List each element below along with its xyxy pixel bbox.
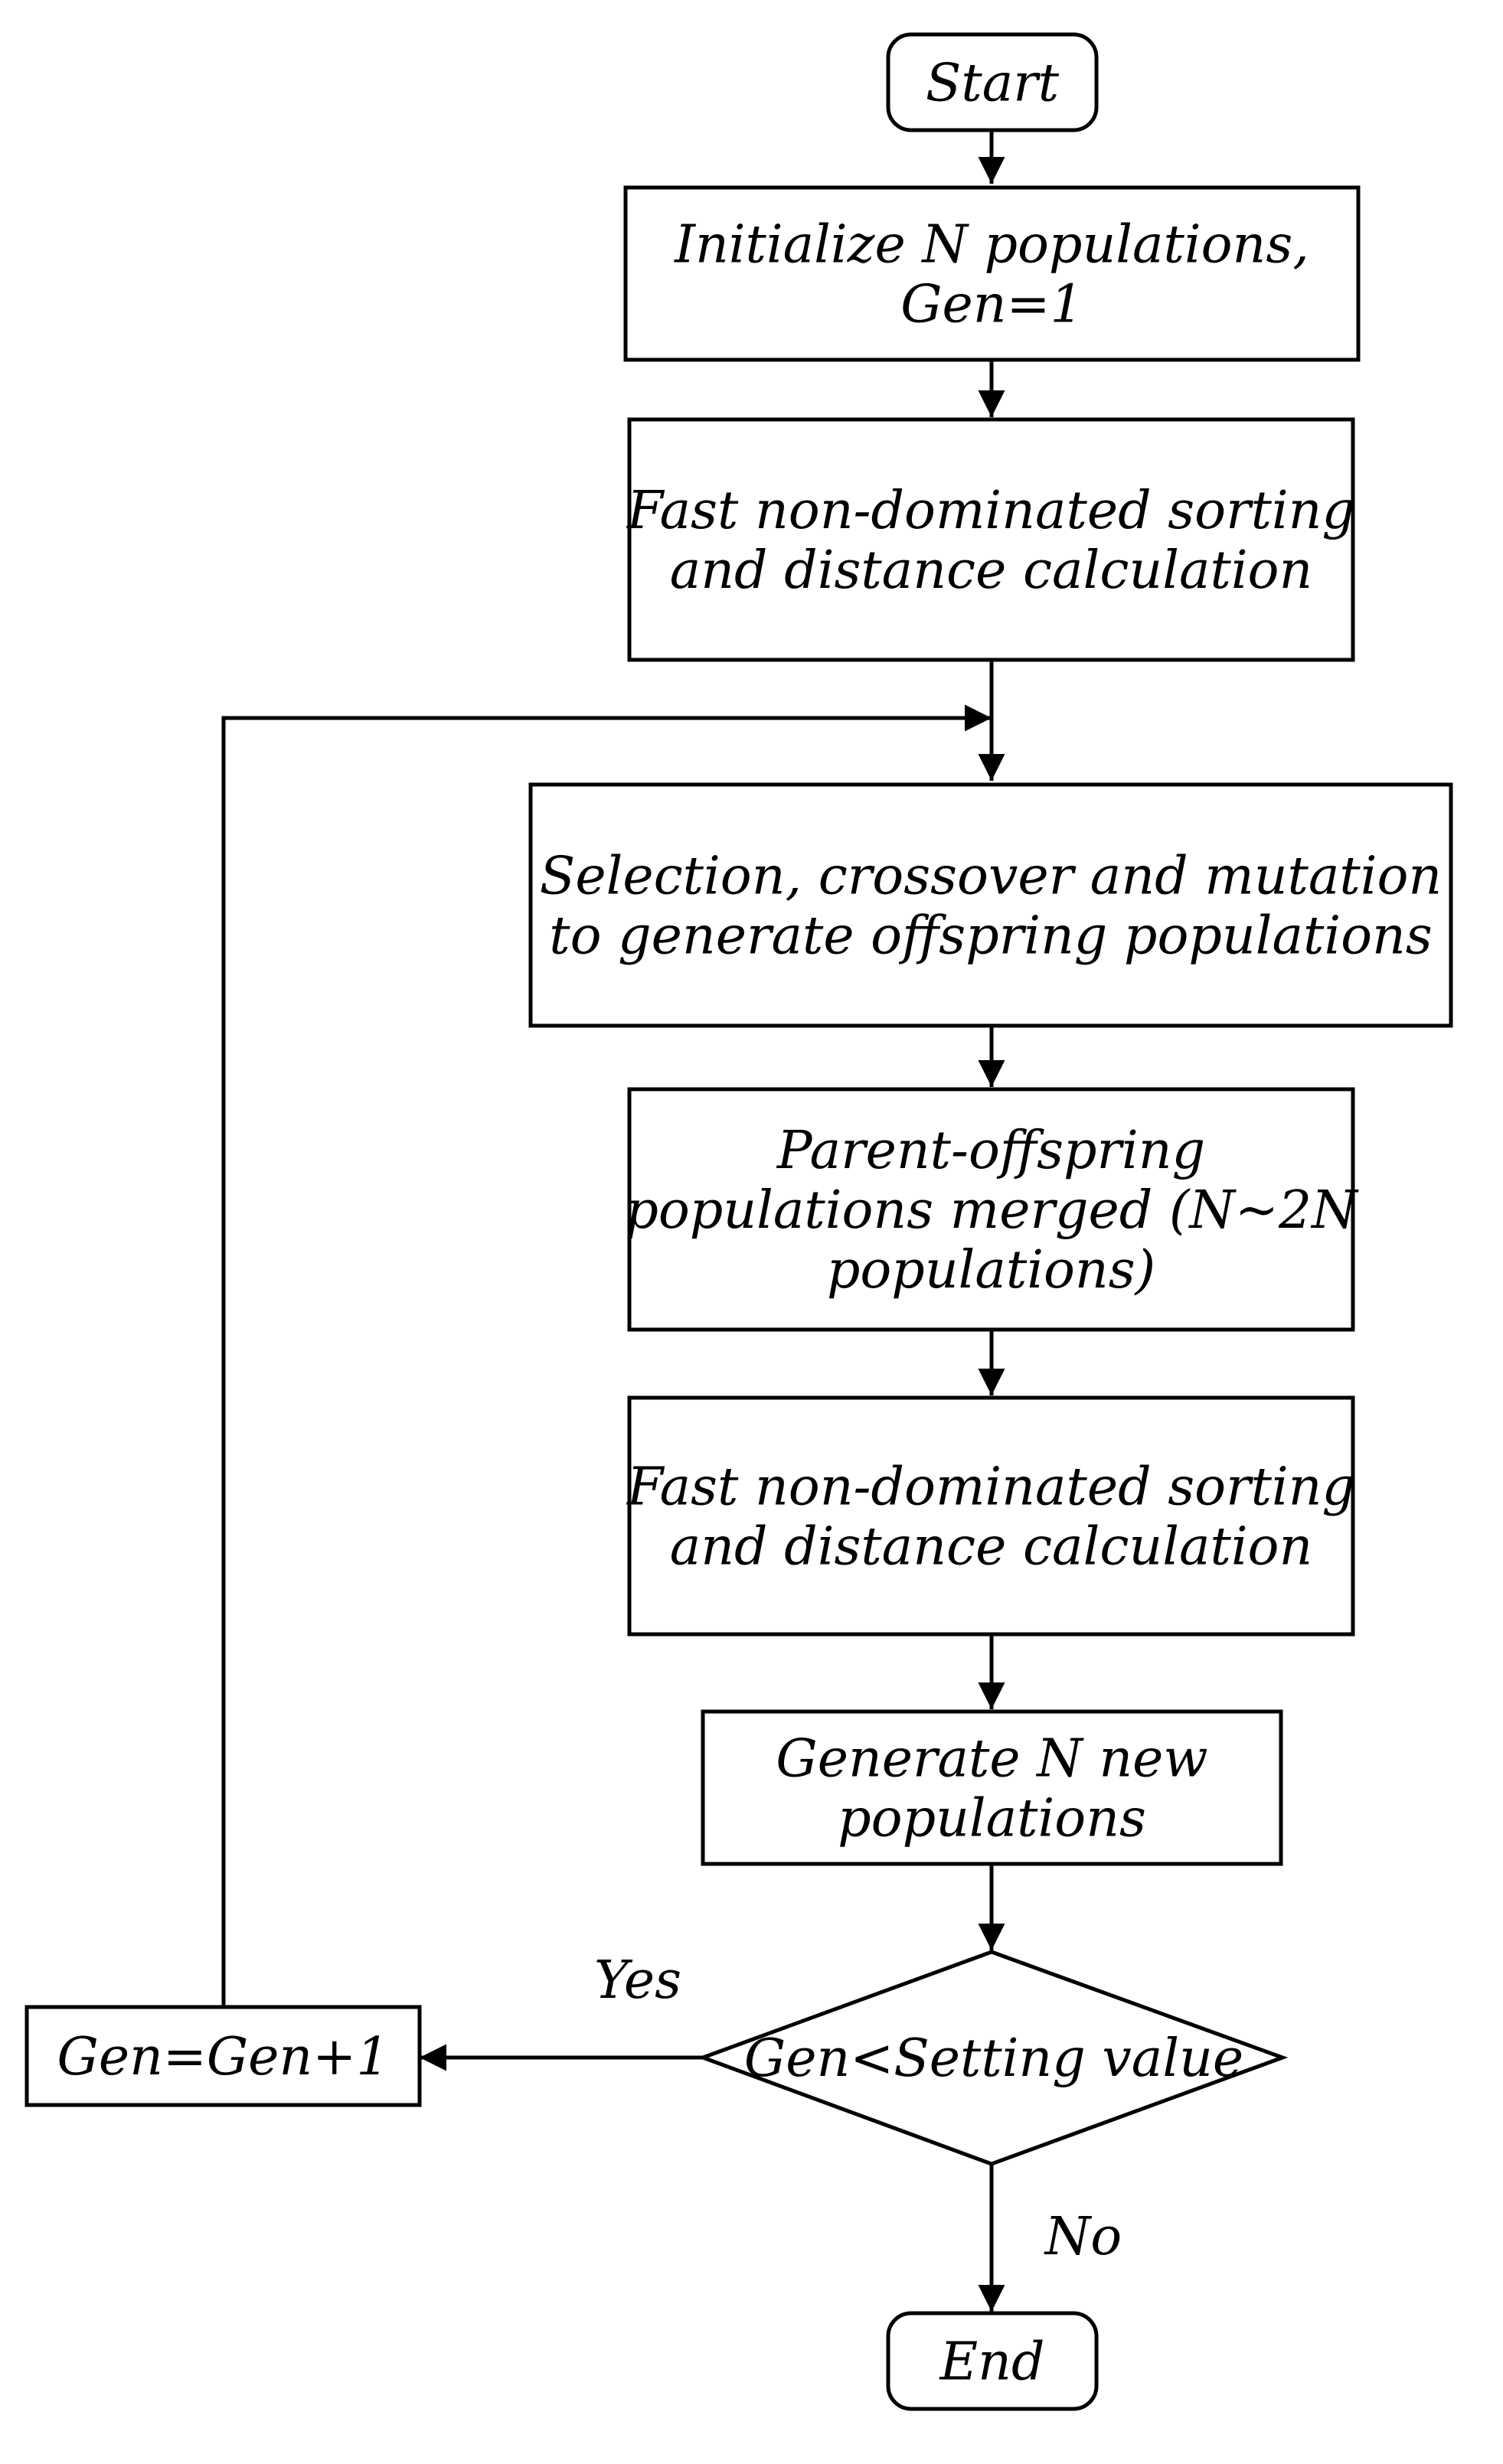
start-label: Start [926, 54, 1060, 114]
end-terminal-shape [886, 2311, 1099, 2411]
selection-process-shape [528, 782, 1453, 1028]
sort1-process-shape [627, 417, 1355, 662]
node-increment: Gen=Gen+1 [25, 2005, 422, 2107]
sort2-label-line: Fast non-dominated sorting [626, 1457, 1355, 1518]
init-label-line: Initialize N populations, [673, 215, 1309, 276]
end-label-line: End [939, 2332, 1045, 2393]
generate-label-line: populations [838, 1789, 1146, 1849]
node-init: Initialize N populations,Gen=1 [623, 185, 1361, 362]
selection-label-line: Selection, crossover and mutation [540, 847, 1442, 907]
edge-label-no: No [1044, 2207, 1122, 2267]
increment-label-line: Gen=Gen+1 [57, 2027, 390, 2087]
sort2-label-line: and distance calculation [670, 1517, 1313, 1578]
node-start: Start [886, 32, 1099, 132]
edge-increment-loop-back [221, 704, 992, 2007]
start-terminal-shape [886, 32, 1099, 132]
increment-process-shape [25, 2005, 422, 2107]
sort1-label-line: and distance calculation [670, 540, 1313, 601]
node-decision: Gen<Setting value [697, 1950, 1289, 2166]
decision-diamond-shape [697, 1950, 1289, 2166]
merge-label-line: populations merged (N~2N [625, 1180, 1359, 1241]
end-label: End [939, 2332, 1045, 2393]
generate-label-line: Generate N new [776, 1729, 1207, 1790]
sort2-process-shape [627, 1395, 1355, 1637]
init-process-shape [623, 185, 1361, 362]
merge-label-line: Parent-offspring [776, 1121, 1205, 1181]
start-label-line: Start [926, 54, 1060, 114]
generate-process-shape [701, 1709, 1283, 1866]
edge-label-yes: Yes [594, 1950, 681, 2011]
increment-label: Gen=Gen+1 [57, 2027, 390, 2087]
init-label-line: Gen=1 [900, 275, 1083, 335]
init-label: Initialize N populations,Gen=1 [673, 215, 1309, 335]
edges [221, 130, 1005, 2312]
decision-label: Gen<Setting value [744, 2028, 1243, 2089]
node-end: End [886, 2311, 1099, 2411]
selection-label-line: to generate offspring populations [549, 906, 1432, 967]
decision-label-line: Gen<Setting value [744, 2028, 1243, 2089]
merge-label-line: populations) [827, 1240, 1155, 1301]
merge-process-shape [627, 1087, 1355, 1332]
sort1-label-line: Fast non-dominated sorting [626, 481, 1355, 541]
